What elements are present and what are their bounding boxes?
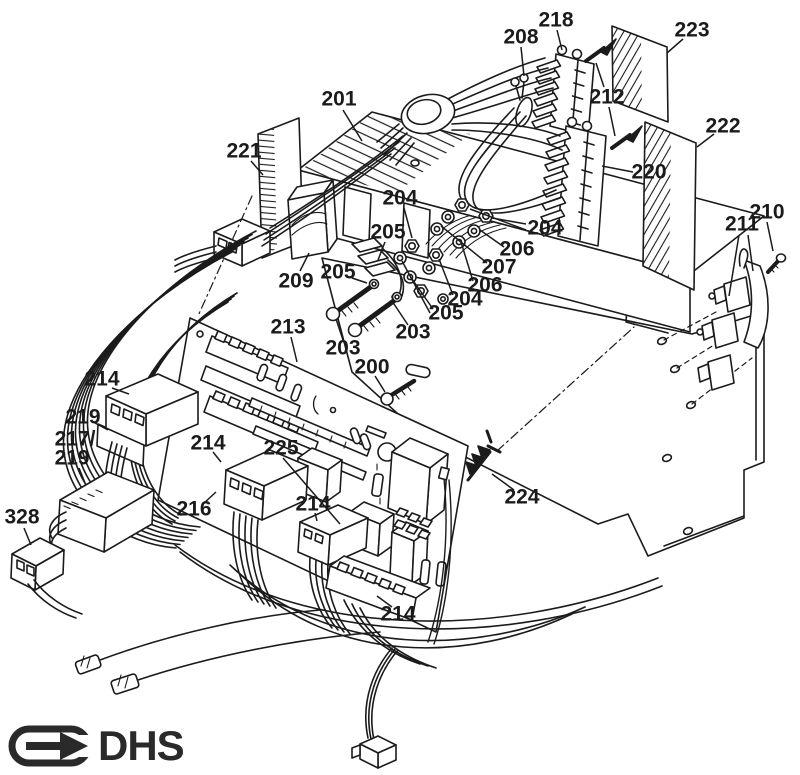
connector-217-219: [48, 471, 155, 553]
bottom-connector: [351, 647, 399, 769]
screw-200: [380, 378, 417, 406]
hardware-cluster: [325, 198, 635, 482]
connector-214b: [223, 449, 309, 609]
nuts: [404, 198, 494, 298]
panel-223: [611, 25, 669, 123]
push-rivet-224: [465, 326, 635, 482]
bolts-203: [325, 278, 403, 338]
leader-lines: [23, 29, 774, 608]
connector-214c: [297, 504, 369, 635]
fuse-block-220: [539, 116, 607, 247]
screw-210: [766, 253, 787, 274]
grommet-wire-bundle: [261, 57, 563, 247]
logo-text: DHS: [98, 722, 185, 769]
connector-214a: [96, 373, 199, 523]
harness-and-connectors: [10, 230, 663, 769]
circuit-board-213: [157, 195, 469, 645]
connector-214d: [325, 555, 437, 669]
wire-terminal-ends: [74, 609, 381, 695]
dhs-logo: DHS: [8, 722, 185, 770]
connector-328: [10, 537, 83, 619]
panel-222: [642, 121, 697, 291]
arrow-right-capsule-icon: [8, 725, 94, 767]
screw-212-icons: [584, 38, 643, 150]
washers: [391, 210, 481, 305]
